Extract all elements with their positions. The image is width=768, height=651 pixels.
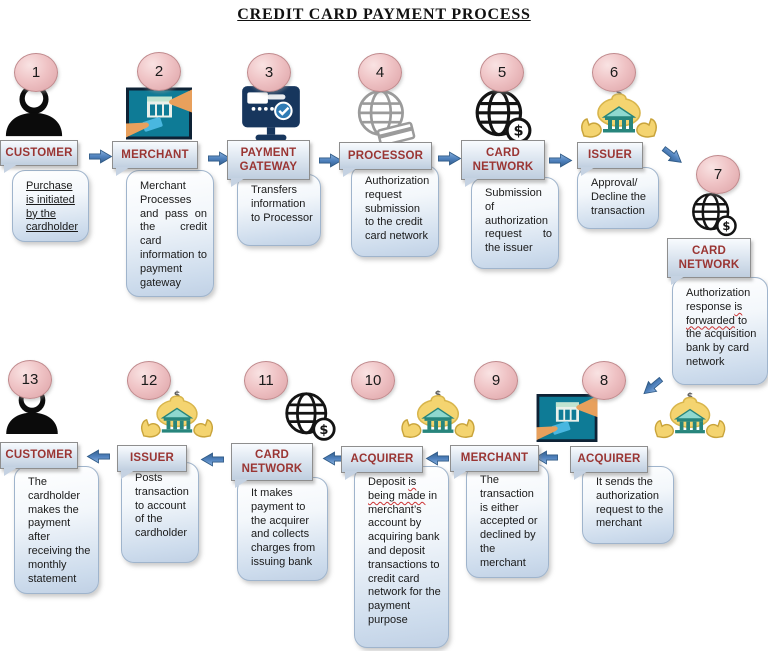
hands-holding-bank-icon [652, 390, 728, 444]
step-description: Authorization request submission to the … [351, 165, 439, 257]
step-number-badge: 4 [358, 53, 402, 92]
step-label-merchant: MERCHANT [112, 141, 198, 176]
step-label-issuer: ISSUER [577, 142, 643, 176]
flow-arrow-right-icon [436, 150, 463, 167]
step-number-badge: 9 [474, 361, 518, 400]
globe-dollar-icon [278, 390, 342, 444]
step-number-badge: 2 [137, 52, 181, 91]
step-label-merchant: MERCHANT [450, 445, 539, 479]
flow-arrow-left-icon [424, 450, 451, 467]
globe-credit-card-icon [348, 87, 420, 147]
step-description: Posts transaction to account of the card… [121, 462, 199, 563]
diagram-title: CREDIT CARD PAYMENT PROCESS [237, 6, 531, 23]
flow-arrow-right-icon [87, 148, 114, 165]
flow-arrow-down-right-icon [657, 140, 689, 170]
payment-terminal-monitor-icon [237, 85, 305, 145]
step-description: Purchase is initiated by the cardholder [12, 170, 89, 243]
step-description: Approval/ Decline the transaction [577, 167, 659, 229]
step-description: The transaction is either accepted or de… [466, 464, 549, 578]
step-label-payment-gateway: PAYMENT GATEWAY [227, 140, 310, 187]
step-label-customer: CUSTOMER [0, 140, 78, 173]
step-description: Authorization response is forwarded to t… [672, 277, 768, 385]
step-number-badge: 13 [8, 360, 52, 399]
step-label-processor: PROCESSOR [339, 142, 432, 177]
globe-dollar-icon [466, 87, 540, 147]
step-description: It makes payment to the acquirer and col… [237, 477, 328, 581]
hands-holding-bank-icon [396, 388, 480, 444]
step-description: The cardholder makes the payment after r… [14, 466, 99, 594]
step-description: Merchant Processes and pass on the credi… [126, 170, 214, 298]
step-label-acquirer: ACQUIRER [341, 446, 423, 480]
step-label-customer: CUSTOMER [0, 442, 78, 476]
step-label-card-network: CARD NETWORK [667, 238, 751, 285]
flow-arrow-left-icon [85, 448, 112, 465]
step-number-badge: 5 [480, 53, 524, 92]
step-description: It sends the authorization request to th… [582, 466, 674, 544]
step-label-issuer: ISSUER [117, 445, 187, 479]
hands-holding-bank-icon [580, 85, 658, 145]
step-number-badge: 7 [696, 155, 740, 194]
step-number-badge: 10 [351, 361, 395, 400]
step-number-badge: 3 [247, 53, 291, 92]
step-number-badge: 6 [592, 53, 636, 92]
store-payment-photo-icon [521, 394, 613, 442]
step-label-card-network: CARD NETWORK [461, 140, 545, 187]
step-description: Deposit is being made in merchant’s acco… [354, 466, 449, 648]
step-number-badge: 11 [244, 361, 288, 400]
step-description: Submission of authorization request to t… [471, 177, 559, 269]
globe-dollar-icon [686, 191, 742, 239]
step-label-acquirer: ACQUIRER [570, 446, 648, 480]
step-number-badge: 1 [14, 53, 58, 92]
flow-arrow-right-icon [547, 152, 574, 169]
step-number-badge: 8 [582, 361, 626, 400]
step-label-card-network: CARD NETWORK [231, 443, 313, 488]
flow-arrow-left-icon [199, 451, 226, 468]
step-number-badge: 12 [127, 361, 171, 400]
store-payment-photo-icon [126, 86, 192, 141]
step-description: Transfers information to Processor [237, 174, 321, 246]
